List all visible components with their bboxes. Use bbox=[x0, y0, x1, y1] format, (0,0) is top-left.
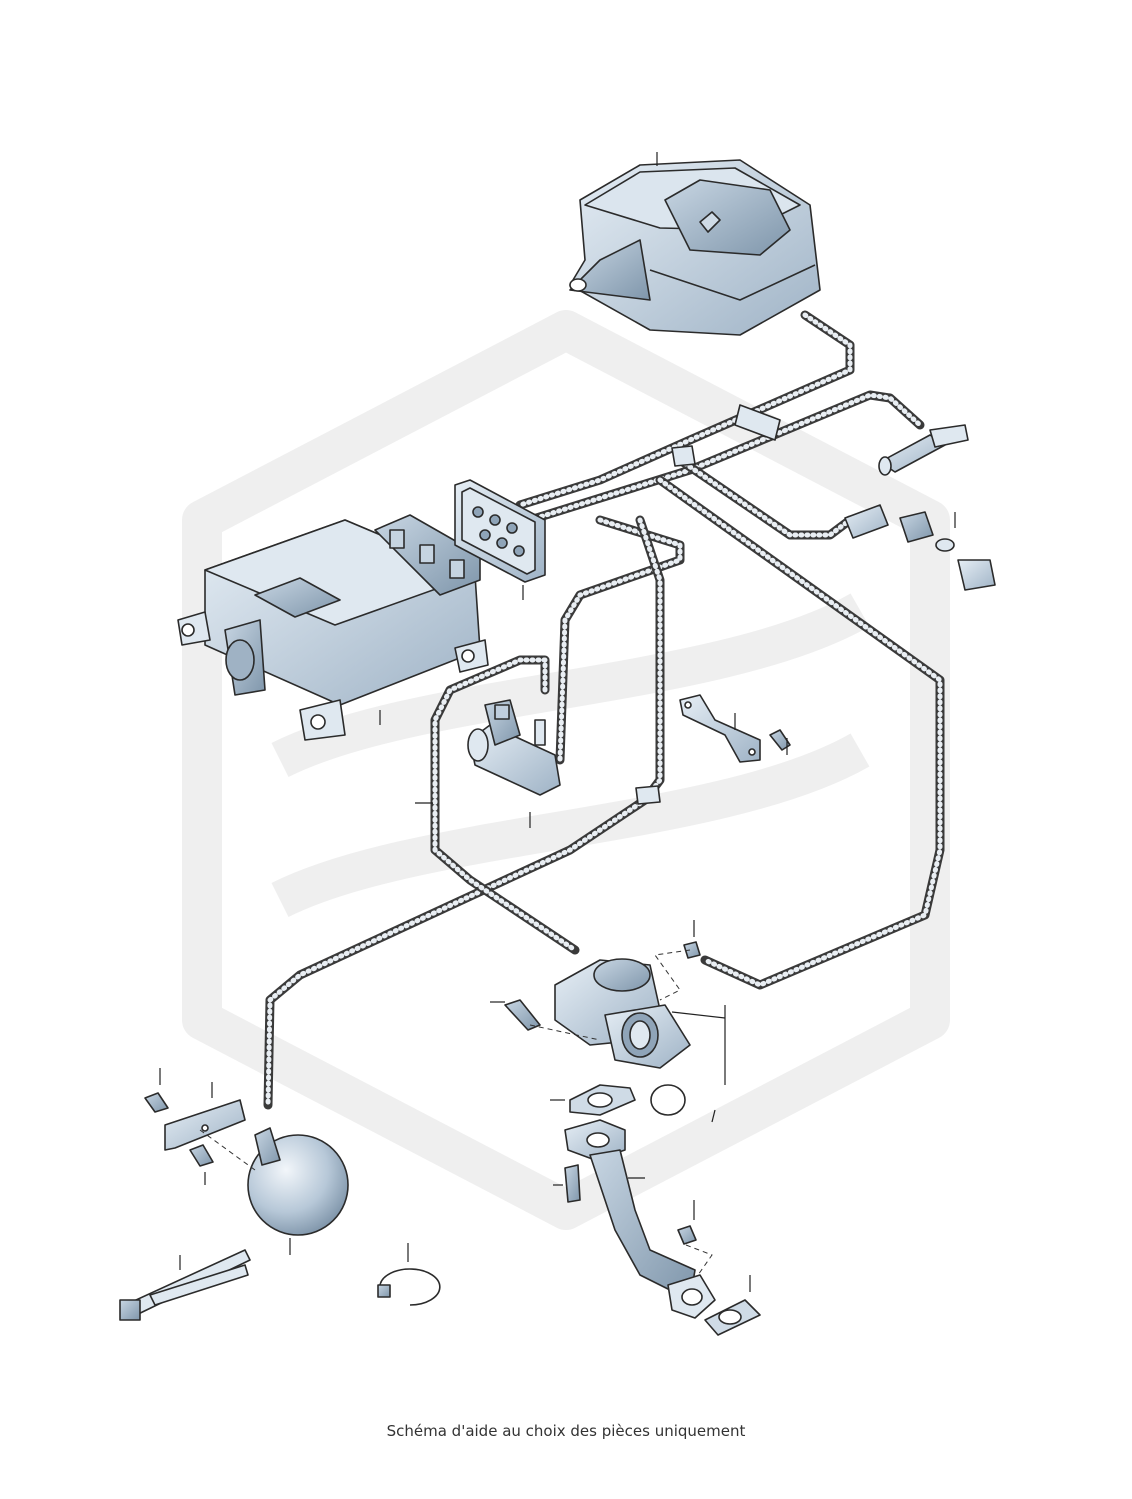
hose-long-right bbox=[655, 475, 945, 990]
vacuum-reservoir bbox=[247, 1127, 349, 1255]
hose-clamp bbox=[377, 1243, 441, 1306]
exhaust-gasket bbox=[704, 1275, 761, 1336]
hose-connector-block bbox=[454, 479, 546, 600]
reservoir-bolt-upper bbox=[144, 1068, 169, 1113]
gasket bbox=[550, 1084, 636, 1116]
bracket bbox=[679, 694, 761, 763]
engine-control-unit bbox=[177, 514, 489, 741]
diagram-caption: Schéma d'aide au choix des pièces unique… bbox=[386, 1422, 746, 1440]
vacuum-hoses bbox=[263, 310, 945, 1110]
egr-valve bbox=[554, 958, 726, 1123]
cable-tie bbox=[119, 1249, 251, 1321]
nut bbox=[677, 1200, 713, 1276]
o-ring bbox=[650, 1084, 686, 1116]
non-return-valve bbox=[878, 424, 969, 476]
air-filter-housing bbox=[569, 152, 821, 336]
solenoid-valve bbox=[415, 699, 561, 828]
hose-filter bbox=[844, 504, 996, 591]
watermark-logo bbox=[182, 310, 950, 1230]
hose-clips bbox=[635, 404, 781, 805]
egr-pipe bbox=[564, 1119, 716, 1319]
egr-pipe-bolt bbox=[553, 1164, 581, 1203]
reservoir-bolt-lower bbox=[189, 1144, 214, 1185]
reservoir-bracket bbox=[164, 1082, 256, 1171]
hose-connector-small bbox=[654, 920, 701, 1001]
bolt bbox=[769, 729, 791, 755]
egr-valve-bolt bbox=[490, 999, 601, 1041]
